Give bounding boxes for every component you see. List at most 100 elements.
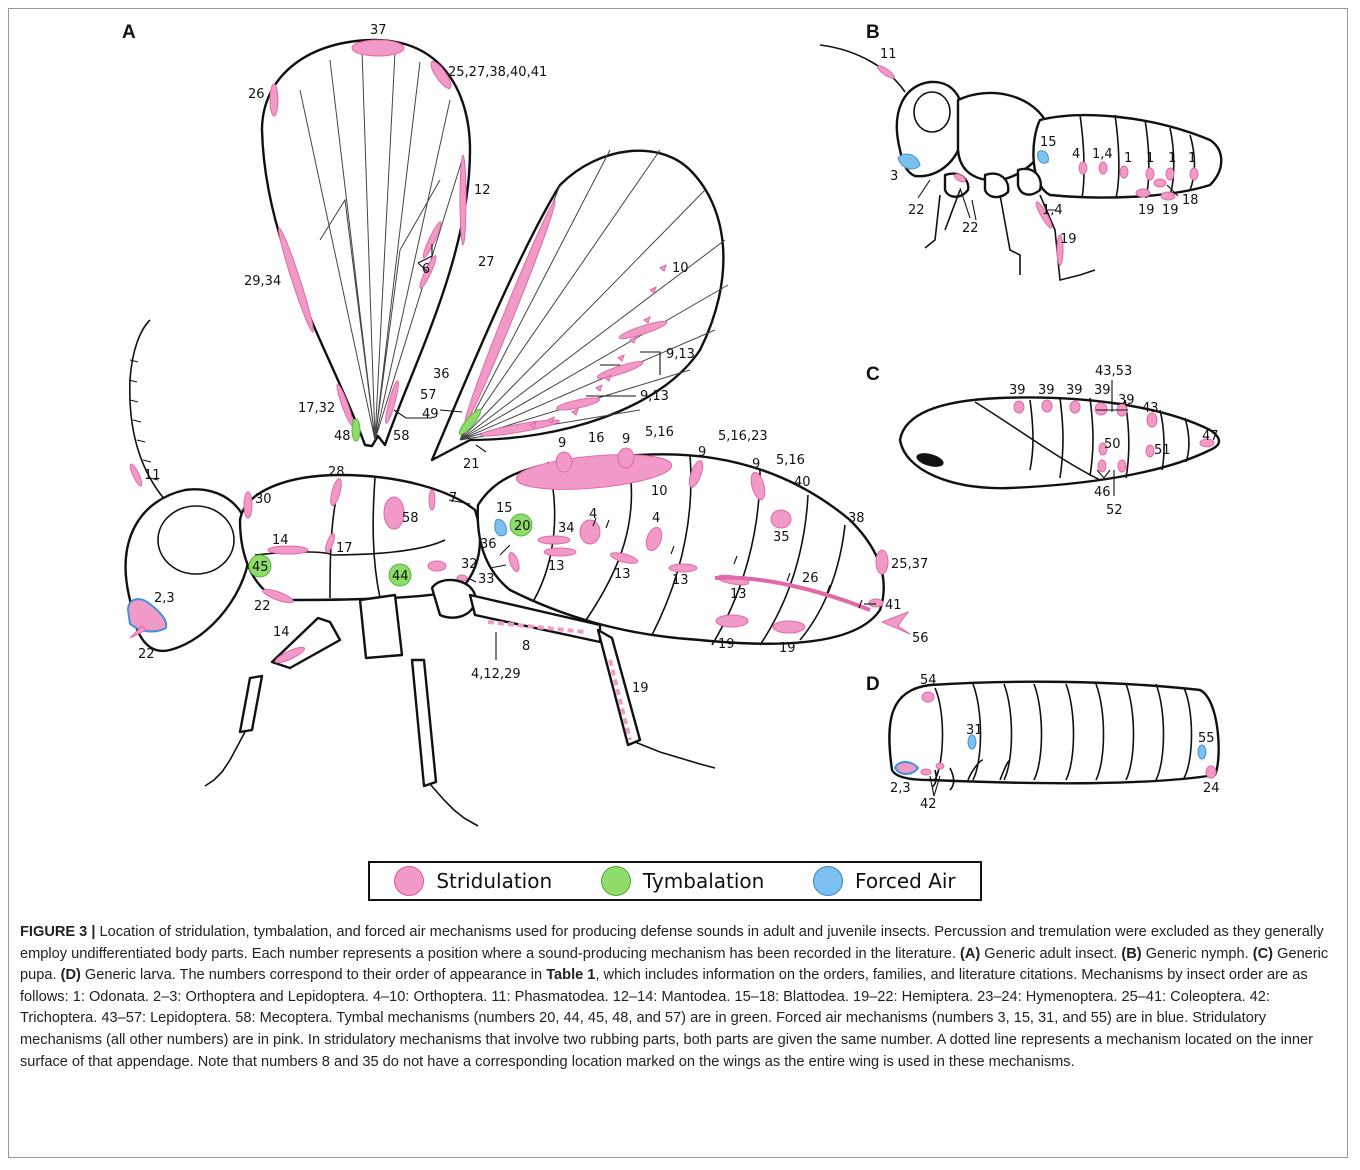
mechanism-number-label: 9 (622, 432, 630, 447)
insect-diagram: A (0, 0, 1360, 860)
mechanism-number-label: 30 (255, 492, 272, 507)
mechanism-number-label: 31 (966, 723, 983, 738)
mechanism-number-label: 36 (433, 367, 450, 382)
mechanism-number-label: 13 (614, 567, 631, 582)
caption-c-label: (C) (1253, 946, 1273, 962)
caption-b-text: Generic nymph. (1142, 946, 1253, 962)
tymbalation-swatch-icon (601, 866, 631, 896)
mechanism-number-label: 56 (912, 631, 929, 646)
mechanism-number-label: 10 (672, 261, 689, 276)
mechanism-number-label: 15 (496, 501, 513, 516)
mechanism-number-label: 9 (698, 445, 706, 460)
mechanism-number-label: 4 (652, 511, 660, 526)
mechanism-number-label: 19 (1138, 203, 1155, 218)
forced-air-swatch-icon (813, 866, 843, 896)
mechanism-number-label: 32 (461, 557, 478, 572)
mechanism-number-label: 55 (1198, 731, 1215, 746)
mechanism-number-label: 57 (420, 388, 437, 403)
mechanism-number-label: 1 (1124, 151, 1132, 166)
mechanism-number-label: 39 (1009, 383, 1026, 398)
mechanism-number-label: 10 (651, 484, 668, 499)
legend-item-forced-air: Forced Air (813, 866, 956, 896)
panel-a-adult: A (122, 22, 929, 826)
panel-c-pupa: C 39 39 39 43,53 39 39 43 47 50 51 46 (866, 364, 1219, 518)
mechanism-number-label: 43,53 (1095, 364, 1132, 379)
mechanism-number-label: 1,4 (1092, 147, 1113, 162)
caption-a-text: Generic adult insect. (980, 946, 1121, 962)
legend-item-tymbalation: Tymbalation (601, 866, 765, 896)
mechanism-number-label: 5,16 (645, 425, 674, 440)
mechanism-number-label: 58 (402, 511, 419, 526)
mechanism-number-label: 1 (1168, 151, 1176, 166)
mechanism-number-label: 5,16 (776, 453, 805, 468)
mechanism-number-label: 19 (718, 637, 735, 652)
caption-figure-label: FIGURE 3 | (20, 924, 95, 940)
mechanism-number-label: 15 (1040, 135, 1057, 150)
mechanism-number-label: 1 (1188, 151, 1196, 166)
mechanism-number-label: 19 (1162, 203, 1179, 218)
mechanism-number-label: 19 (779, 641, 796, 656)
forewing (262, 40, 470, 446)
mechanism-number-label: 9 (558, 436, 566, 451)
mechanism-number-label: 16 (588, 431, 605, 446)
mechanism-number-label: 1,4 (1042, 203, 1063, 218)
mechanism-number-label: 18 (1182, 193, 1199, 208)
mechanism-number-label: 25,27,38,40,41 (448, 65, 547, 80)
mechanism-number-label: 1 (1146, 151, 1154, 166)
mechanism-number-label: 50 (1104, 437, 1121, 452)
mechanism-number-label: 54 (920, 673, 937, 688)
mechanism-number-label: 51 (1154, 443, 1171, 458)
figure-caption: FIGURE 3 | Location of stridulation, tym… (20, 922, 1336, 1073)
mechanism-number-label: 17 (336, 541, 353, 556)
legend-item-stridulation: Stridulation (394, 866, 552, 896)
mechanism-number-label: 26 (802, 571, 819, 586)
mechanism-number-label: 21 (463, 457, 480, 472)
mechanism-number-label: 4,12,29 (471, 667, 521, 682)
mechanism-number-label: 38 (848, 511, 865, 526)
mechanism-number-label: 12 (474, 183, 491, 198)
mechanism-number-label: 40 (794, 475, 811, 490)
legend-label-forced-air: Forced Air (855, 869, 956, 893)
mechanism-number-label: 22 (138, 647, 155, 662)
caption-table-ref: Table 1 (546, 967, 595, 983)
mechanism-number-label: 14 (273, 625, 290, 640)
mechanism-number-label: 46 (1094, 485, 1111, 500)
panel-label-a: A (122, 22, 136, 43)
caption-d-label: (D) (61, 967, 81, 983)
mechanism-number-label: 25,37 (891, 557, 928, 572)
mechanism-number-label: 35 (773, 530, 790, 545)
mechanism-number-label: 37 (370, 23, 387, 38)
panel-b-nymph: B 11 15 4 1,4 1 1 (820, 22, 1221, 280)
mechanism-number-label: 22 (908, 203, 925, 218)
mechanism-number-label: 24 (1203, 781, 1220, 796)
mechanism-number-label: 28 (328, 465, 345, 480)
mechanism-number-label: 14 (272, 533, 289, 548)
mechanism-number-label: 26 (248, 87, 265, 102)
mechanism-number-label: 47 (1202, 429, 1219, 444)
panel-d-larva: D 54 31 55 2,3 42 24 (866, 673, 1220, 812)
mechanism-number-label: 39 (1038, 383, 1055, 398)
panel-label-d: D (866, 674, 880, 695)
mechanism-number-label: 39 (1094, 383, 1111, 398)
mechanism-number-label: 9 (752, 457, 760, 472)
mechanism-number-label: 11 (880, 47, 897, 62)
mechanism-number-label: 19 (1060, 232, 1077, 247)
mechanism-number-label: 42 (920, 797, 937, 812)
caption-a-label: (A) (960, 946, 980, 962)
mechanism-number-label: 39 (1066, 383, 1083, 398)
mechanism-number-label: 36 (480, 537, 497, 552)
mechanism-number-label: 5,16,23 (718, 429, 768, 444)
mechanism-number-label: 20 (514, 519, 531, 534)
legend-label-stridulation: Stridulation (436, 869, 552, 893)
mechanism-number-label: 48 (334, 429, 351, 444)
mechanism-number-label: 22 (962, 221, 979, 236)
caption-b-label: (B) (1121, 946, 1141, 962)
mechanism-number-label: 52 (1106, 503, 1123, 518)
mechanism-number-label: 27 (478, 255, 495, 270)
mechanism-number-label: 13 (730, 587, 747, 602)
mechanism-number-label: 4 (589, 507, 597, 522)
legend: Stridulation Tymbalation Forced Air (368, 861, 982, 901)
mechanism-number-label: 33 (478, 572, 495, 587)
mechanism-number-label: 8 (522, 639, 530, 654)
mechanism-number-label: 2,3 (890, 781, 911, 796)
